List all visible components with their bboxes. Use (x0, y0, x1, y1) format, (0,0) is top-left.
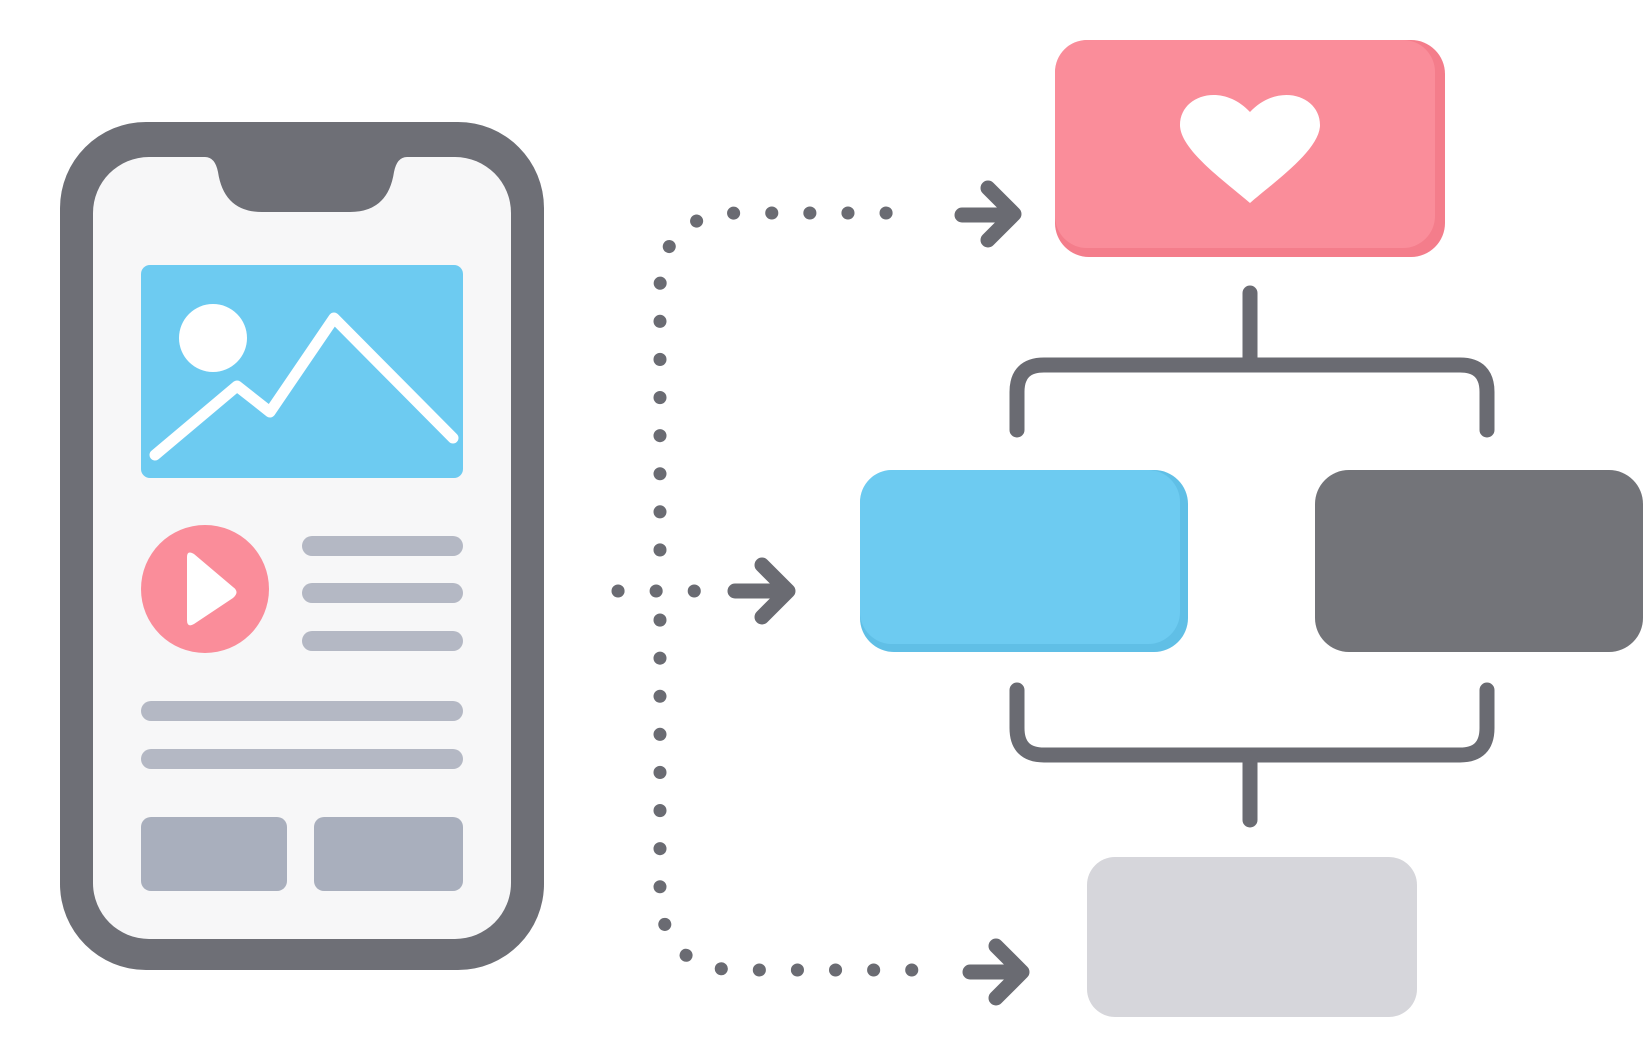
text-line (302, 583, 463, 603)
phone-notch (205, 157, 407, 212)
play-button[interactable] (141, 525, 269, 653)
text-line (302, 536, 463, 556)
text-line (141, 701, 463, 721)
gray-card[interactable] (1315, 470, 1643, 652)
image-icon (149, 304, 459, 461)
action-button-left[interactable] (141, 817, 287, 891)
heart-icon (1180, 94, 1320, 203)
lower-bracket (1009, 682, 1495, 828)
arrow-right-icon (962, 938, 1030, 1006)
structure-tree (860, 40, 1643, 1017)
action-button-right[interactable] (314, 817, 463, 891)
play-icon (187, 552, 237, 626)
blue-card[interactable] (860, 470, 1188, 652)
pink-heart-card[interactable] (1055, 40, 1445, 257)
text-line (141, 749, 463, 769)
dotted-path-top (653, 206, 927, 557)
action-buttons (141, 817, 463, 891)
upper-bracket (1009, 285, 1495, 438)
image-placeholder (141, 265, 463, 478)
arrow-right-icon (727, 557, 796, 625)
arrow-right-icon (954, 180, 1022, 248)
media-row (141, 525, 463, 653)
paragraph-lines (141, 701, 463, 769)
flow-connectors (611, 180, 1030, 1006)
text-lines (302, 536, 463, 651)
light-card[interactable] (1087, 857, 1417, 1017)
phone-mockup (60, 122, 544, 970)
dotted-path-bottom (653, 613, 937, 977)
text-line (302, 631, 463, 651)
